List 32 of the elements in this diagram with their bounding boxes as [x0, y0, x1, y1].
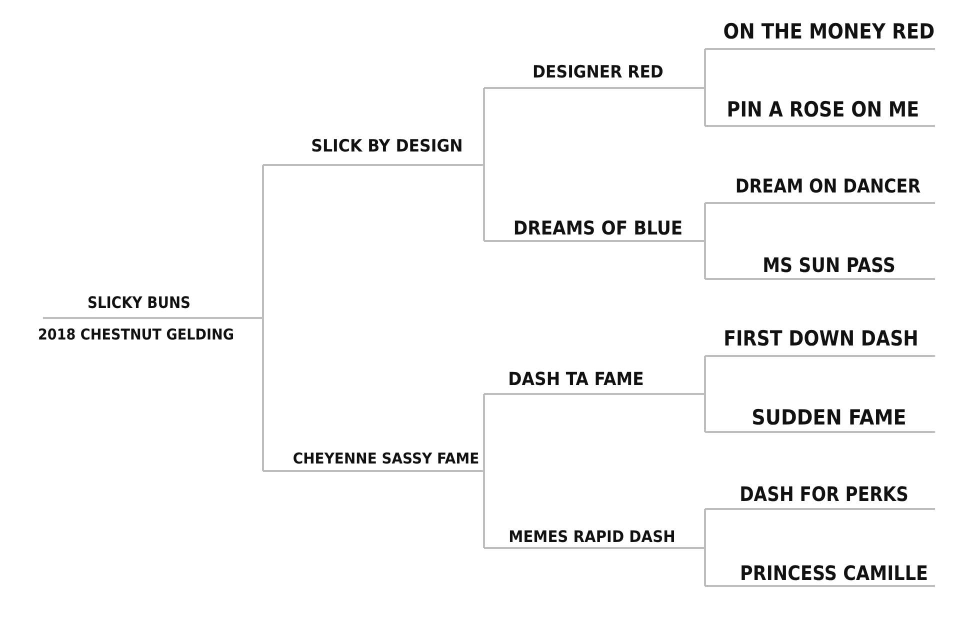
horse-name: DREAM ON DANCER — [734, 178, 920, 196]
bracket-line — [483, 165, 485, 241]
bracket-line — [704, 548, 706, 586]
bracket-line — [704, 203, 706, 241]
bracket-line — [704, 241, 706, 279]
horse-name: DREAMS OF BLUE — [512, 220, 682, 238]
bracket-line — [483, 394, 485, 471]
horse-name: MEMES RAPID DASH — [508, 529, 675, 545]
bracket-line — [483, 471, 485, 548]
bracket-line — [704, 394, 706, 432]
horse-name: DASH TA FAME — [508, 371, 644, 389]
bracket-line — [704, 356, 706, 394]
horse-name: DASH FOR PERKS — [739, 484, 908, 504]
horse-name: SLICKY BUNS — [86, 295, 190, 311]
description-text: 2018 CHESTNUT GELDING — [38, 328, 234, 342]
horse-name: PRINCESS CAMILLE — [740, 563, 928, 583]
horse-name: FIRST DOWN DASH — [723, 328, 918, 350]
name-line — [484, 62, 705, 89]
name-line — [263, 136, 484, 166]
horse-name: ON THE MONEY RED — [722, 22, 934, 42]
bracket-line — [704, 509, 706, 548]
bracket-line — [483, 88, 485, 165]
horse-name: CHEYENNE SASSY FAME — [292, 452, 480, 466]
horse-name: SUDDEN FAME — [751, 408, 906, 428]
horse-name: SLICK BY DESIGN — [311, 138, 463, 156]
horse-name: PIN A ROSE ON ME — [726, 100, 920, 120]
bracket-line — [262, 165, 264, 318]
bracket-line — [704, 88, 706, 126]
horse-name: MS SUN PASS — [762, 255, 895, 275]
bracket-line — [704, 49, 706, 88]
horse-name: DESIGNER RED — [532, 64, 663, 82]
bracket-line — [262, 318, 264, 471]
